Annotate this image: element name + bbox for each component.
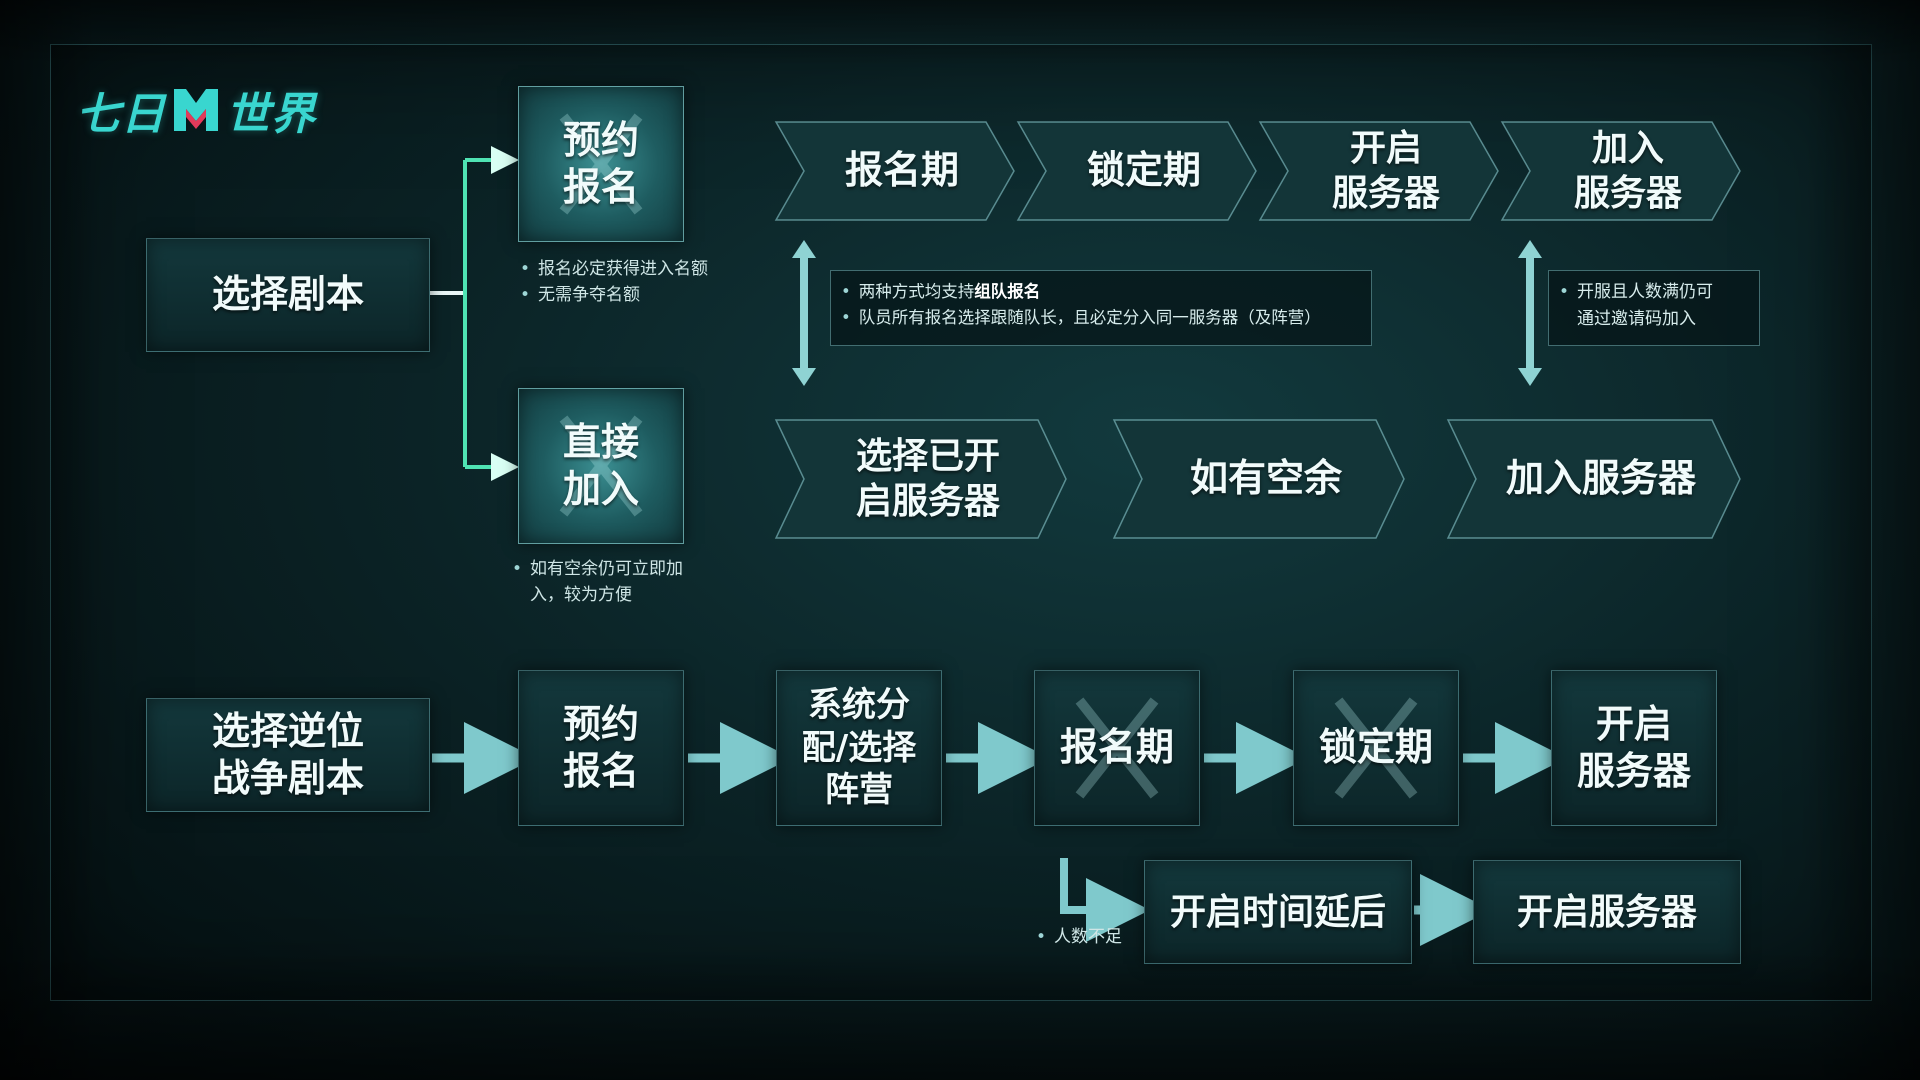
team-signup-note: •两种方式均支持组队报名 •队员所有报名选择跟随队长，且必定分入同一服务器（及阵… bbox=[830, 270, 1372, 346]
logo-mark-icon bbox=[174, 89, 218, 131]
bottom-lock-period-box[interactable]: 锁定期 bbox=[1293, 670, 1459, 826]
stage-select-open-server[interactable]: 选择已开 启服务器 bbox=[774, 419, 1067, 539]
bullet-icon: • bbox=[512, 559, 523, 579]
stage-if-vacancy[interactable]: 如有空余 bbox=[1112, 419, 1405, 539]
bullet-icon: • bbox=[841, 282, 851, 301]
bottom-reserve-signup-box[interactable]: 预约 报名 bbox=[518, 670, 684, 826]
invite-code-note: •开服且人数满仍可 通过邀请码加入 bbox=[1548, 270, 1760, 346]
stage-signup-period[interactable]: 报名期 bbox=[774, 121, 1015, 221]
stage-open-server[interactable]: 开启 服务器 bbox=[1258, 121, 1499, 221]
delay-open-box[interactable]: 开启时间延后 bbox=[1144, 860, 1412, 964]
bottom-open-server-2-box[interactable]: 开启服务器 bbox=[1473, 860, 1741, 964]
stage-join-server[interactable]: 加入 服务器 bbox=[1500, 121, 1741, 221]
assign-faction-box[interactable]: 系统分 配/选择 阵营 bbox=[776, 670, 942, 826]
select-reverse-war-box[interactable]: 选择逆位 战争剧本 bbox=[146, 698, 430, 812]
direct-notes: •如有空余仍可立即加 入，较为方便 bbox=[512, 556, 712, 609]
bullet-icon: • bbox=[841, 308, 851, 328]
bullet-icon: • bbox=[520, 285, 531, 306]
bullet-icon: • bbox=[520, 259, 531, 279]
reserve-notes: •报名必定获得进入名额 •无需争夺名额 bbox=[520, 259, 709, 306]
logo-text-right: 世界 bbox=[226, 89, 316, 140]
bottom-open-server-box[interactable]: 开启 服务器 bbox=[1551, 670, 1717, 826]
stage-join-server-direct[interactable]: 加入服务器 bbox=[1446, 419, 1741, 539]
bullet-icon: • bbox=[1559, 282, 1570, 302]
stage-lock-period[interactable]: 锁定期 bbox=[1016, 121, 1257, 221]
bullet-icon: • bbox=[1036, 927, 1047, 947]
logo-text-left: 七日 bbox=[76, 89, 166, 140]
direct-join-box[interactable]: 直接 加入 bbox=[518, 388, 684, 544]
select-script-box[interactable]: 选择剧本 bbox=[146, 238, 430, 352]
reserve-signup-box[interactable]: 预约 报名 bbox=[518, 86, 684, 242]
bottom-signup-period-box[interactable]: 报名期 bbox=[1034, 670, 1200, 826]
logo: 七日 世界 bbox=[76, 82, 316, 140]
not-enough-note: •人数不足 bbox=[1036, 927, 1123, 947]
